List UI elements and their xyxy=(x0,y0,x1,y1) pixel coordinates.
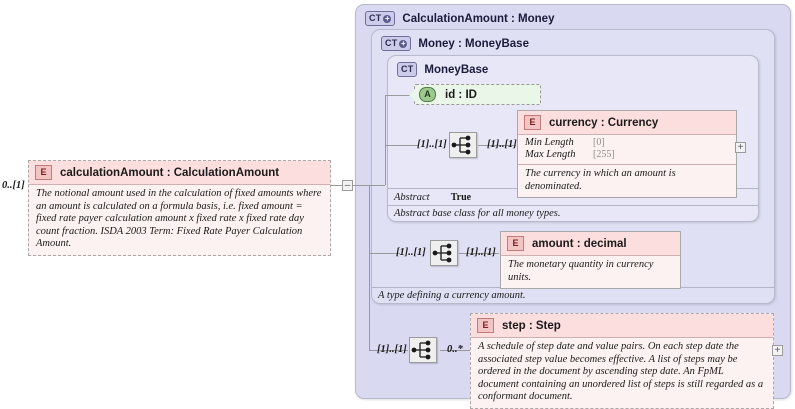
element-title-calculationamount: calculationAmount : CalculationAmount xyxy=(60,166,280,179)
element-header-step: E step : Step xyxy=(471,314,773,337)
connector-to-currency-sequence xyxy=(385,145,418,146)
element-box-calculationamount[interactable]: E calculationAmount : CalculationAmount … xyxy=(28,160,331,256)
cardinality-currency-left: [1]..[1] xyxy=(417,139,447,150)
sequence-icon xyxy=(451,135,471,155)
attribute-title-id: id : ID xyxy=(445,88,477,101)
money-footer-description: A type defining a currency amount. xyxy=(378,290,526,301)
sequence-compositor-currency[interactable] xyxy=(449,132,477,158)
facet-value-max-length: [255] xyxy=(593,149,615,160)
cardinality-calculationamount: 0..[1] xyxy=(2,180,25,191)
cardinality-amount-left: [1]..[1] xyxy=(396,247,426,258)
connector-to-id-attribute xyxy=(385,95,410,96)
connector-to-amount-sequence xyxy=(369,253,400,254)
container-header-money: CT+ Money : MoneyBase xyxy=(381,36,529,51)
expand-plus-icon: + xyxy=(383,13,392,23)
element-icon: E xyxy=(477,318,494,333)
expand-plus-icon: + xyxy=(399,38,408,48)
complex-type-icon[interactable]: CT xyxy=(397,62,418,77)
connector-sequence-to-currency xyxy=(478,145,516,146)
sequence-icon xyxy=(432,243,452,263)
facet-row: Min Length [0] xyxy=(525,137,729,149)
cardinality-step-right: 0..* xyxy=(447,344,463,355)
element-header-amount: E amount : decimal xyxy=(501,232,680,255)
abstract-value: True xyxy=(450,192,472,203)
sequence-compositor-step[interactable] xyxy=(409,337,437,363)
attribute-pointer xyxy=(409,88,415,101)
element-facets-currency: Min Length [0] Max Length [255] xyxy=(518,134,736,164)
moneybase-description-row: Abstract base class for all money types. xyxy=(388,205,758,221)
element-title-currency: currency : Currency xyxy=(549,116,659,129)
moneybase-description: Abstract base class for all money types. xyxy=(394,208,561,219)
element-title-step: step : Step xyxy=(502,319,561,332)
sequence-icon xyxy=(411,340,431,360)
connector-root-stub xyxy=(330,185,342,186)
element-title-amount: amount : decimal xyxy=(532,237,627,250)
connector-amount-sequence-to-node xyxy=(459,253,499,254)
collapse-toggle-root[interactable]: – xyxy=(342,180,353,191)
cardinality-currency-right: [1]..[1] xyxy=(487,139,517,150)
element-description-calculationamount: The notional amount used in the calculat… xyxy=(29,184,330,255)
element-description-currency: The currency in which an amount is denom… xyxy=(518,164,736,197)
container-header-moneybase: CT MoneyBase xyxy=(397,62,488,77)
expand-toggle-currency[interactable]: + xyxy=(735,142,746,153)
container-title-calculationamount: CalculationAmount : Money xyxy=(402,12,555,25)
abstract-label: Abstract xyxy=(394,192,430,203)
cardinality-amount-right: [1]..[1] xyxy=(466,247,496,258)
expand-toggle-step[interactable]: + xyxy=(772,345,783,356)
facet-value-min-length: [0] xyxy=(593,137,605,148)
element-icon: E xyxy=(524,115,541,130)
money-footer-description-strip: A type defining a currency amount. xyxy=(372,287,774,303)
facet-label-min-length: Min Length xyxy=(525,137,574,148)
attribute-box-id[interactable]: A id : ID xyxy=(409,84,541,105)
connector-to-step-sequence xyxy=(369,350,408,351)
attribute-icon: A xyxy=(419,87,436,102)
element-header-currency: E currency : Currency xyxy=(518,111,736,134)
container-header-calculationamount: CT+ CalculationAmount : Money xyxy=(365,11,554,26)
container-title-moneybase: MoneyBase xyxy=(424,63,489,76)
cardinality-step-left: [1]..[1] xyxy=(377,344,407,355)
sequence-compositor-amount[interactable] xyxy=(430,240,458,266)
complex-type-expandable-icon[interactable]: CT+ xyxy=(365,11,396,26)
facet-row: Max Length [255] xyxy=(525,149,729,161)
element-icon: E xyxy=(507,236,524,251)
element-icon: E xyxy=(35,165,52,180)
container-title-money: Money : MoneyBase xyxy=(418,37,529,50)
connector-spine-outer xyxy=(369,185,370,350)
element-header-calculationamount: E calculationAmount : CalculationAmount xyxy=(29,161,330,184)
connector-step-sequence-to-node xyxy=(440,350,470,351)
facet-label-max-length: Max Length xyxy=(525,149,576,160)
element-box-amount[interactable]: E amount : decimal The monetary quantity… xyxy=(500,231,681,289)
complex-type-expandable-icon[interactable]: CT+ xyxy=(381,36,412,51)
element-description-amount: The monetary quantity in currency units. xyxy=(501,255,680,288)
element-description-step: A schedule of step date and value pairs.… xyxy=(471,337,773,408)
element-box-currency[interactable]: E currency : Currency Min Length [0] Max… xyxy=(517,110,737,198)
connector-spine-moneybase xyxy=(385,95,386,185)
element-box-step[interactable]: E step : Step A schedule of step date an… xyxy=(470,313,774,409)
